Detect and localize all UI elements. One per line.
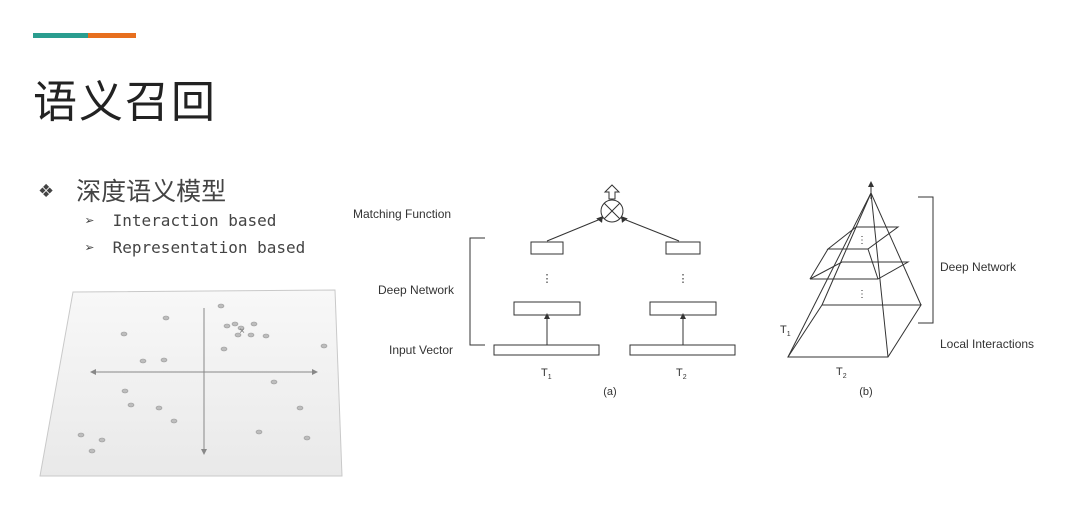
scatter-point: [155, 405, 163, 411]
label-local-interactions: Local Interactions: [940, 337, 1034, 351]
diagram-a-representation: ⋮ ⋮ Matching Function Deep Network Input…: [353, 184, 736, 398]
y-axis-arrow-bottom: [201, 449, 207, 455]
left-input-box: [493, 344, 600, 356]
caption-b: (b): [859, 386, 872, 398]
pyramid-edge: [870, 192, 922, 306]
pyramid-dots-bottom: ⋮: [857, 289, 867, 300]
pyramid-dots-top: ⋮: [857, 235, 867, 246]
slide-title: 语义召回: [33, 77, 217, 128]
scatter-point: [255, 429, 263, 435]
deep-network-bracket: [918, 196, 934, 324]
scatter-point: [320, 343, 328, 349]
scatter-point: [223, 323, 231, 329]
label-t2-b: T2: [836, 366, 847, 380]
arrow-bullet-icon: ➢: [85, 211, 95, 230]
semantic-space-scatter: ×: [39, 289, 343, 477]
pyramid-edge: [787, 192, 872, 358]
diagram-b-interaction: ⋮ ⋮ Deep Network Local Interactions T1 T…: [780, 181, 1034, 398]
scatter-point: [237, 325, 245, 331]
sub-bullet-text: Interaction based: [112, 211, 277, 230]
sub-bullet-text: Representation based: [112, 238, 306, 257]
label-deep-network-b: Deep Network: [940, 260, 1017, 274]
scatter-point: [303, 435, 311, 441]
scatter-point: [120, 331, 128, 337]
scatter-point: [121, 388, 129, 394]
scatter-point: [88, 448, 96, 454]
accent-bar-orange: [88, 33, 136, 38]
dots-left: ⋮: [542, 273, 553, 285]
arrow-head-icon: [621, 216, 628, 223]
scatter-point: [220, 346, 228, 352]
label-matching-function: Matching Function: [353, 207, 451, 221]
bullet-main-text: 深度语义模型: [76, 177, 227, 206]
bullet-main: ❖ 深度语义模型: [38, 172, 226, 208]
sub-bullet-representation: ➢ Representation based: [85, 238, 305, 257]
x-axis-arrow-right: [312, 369, 318, 375]
label-deep-network: Deep Network: [378, 283, 455, 297]
scatter-point: [247, 332, 255, 338]
scatter-point: [162, 315, 170, 321]
deep-network-bracket: [469, 237, 485, 346]
label-t2: T2: [676, 367, 687, 381]
scatter-point: [296, 405, 304, 411]
scatter-point: [262, 333, 270, 339]
scatter-point: [127, 402, 135, 408]
scatter-plane: [39, 289, 343, 477]
apex-arrow-icon: [868, 181, 874, 187]
caption-a: (a): [603, 386, 616, 398]
pyramid-slice-upper: [826, 226, 900, 250]
arrow-head-icon: [596, 216, 603, 223]
scatter-point: [170, 418, 178, 424]
scatter-point: [234, 332, 242, 338]
label-input-vector: Input Vector: [389, 343, 453, 357]
matching-node: [600, 199, 624, 223]
scatter-point: [250, 321, 258, 327]
scatter-point: [217, 303, 225, 309]
scatter-point: [160, 357, 168, 363]
up-arrow-icon: [680, 313, 686, 319]
pyramid-base: [787, 304, 922, 358]
scatter-query-marker: ×: [239, 326, 245, 337]
pyramid-slice-lower: [809, 261, 910, 280]
scatter-point: [139, 358, 147, 364]
label-t1: T1: [541, 367, 552, 381]
pyramid-edge: [870, 192, 889, 358]
scatter-point: [98, 437, 106, 443]
sub-bullet-interaction: ➢ Interaction based: [85, 211, 276, 230]
scatter-points: [77, 303, 328, 454]
left-top-layer-box: [530, 241, 564, 255]
scatter-point: [231, 321, 239, 327]
scatter-point: [270, 379, 278, 385]
label-t1-b: T1: [780, 324, 791, 338]
up-arrow-icon: [544, 313, 550, 319]
diamond-bullet-icon: ❖: [38, 181, 55, 202]
accent-bar-teal: [33, 33, 88, 38]
arrow-bullet-icon: ➢: [85, 238, 95, 257]
x-axis-arrow-left: [90, 369, 96, 375]
output-arrow-icon: [603, 184, 621, 200]
scatter-point: [77, 432, 85, 438]
matching-node-cross: [603, 202, 621, 220]
right-input-box: [629, 344, 736, 356]
right-top-layer-box: [665, 241, 701, 255]
dots-right: ⋮: [678, 273, 689, 285]
